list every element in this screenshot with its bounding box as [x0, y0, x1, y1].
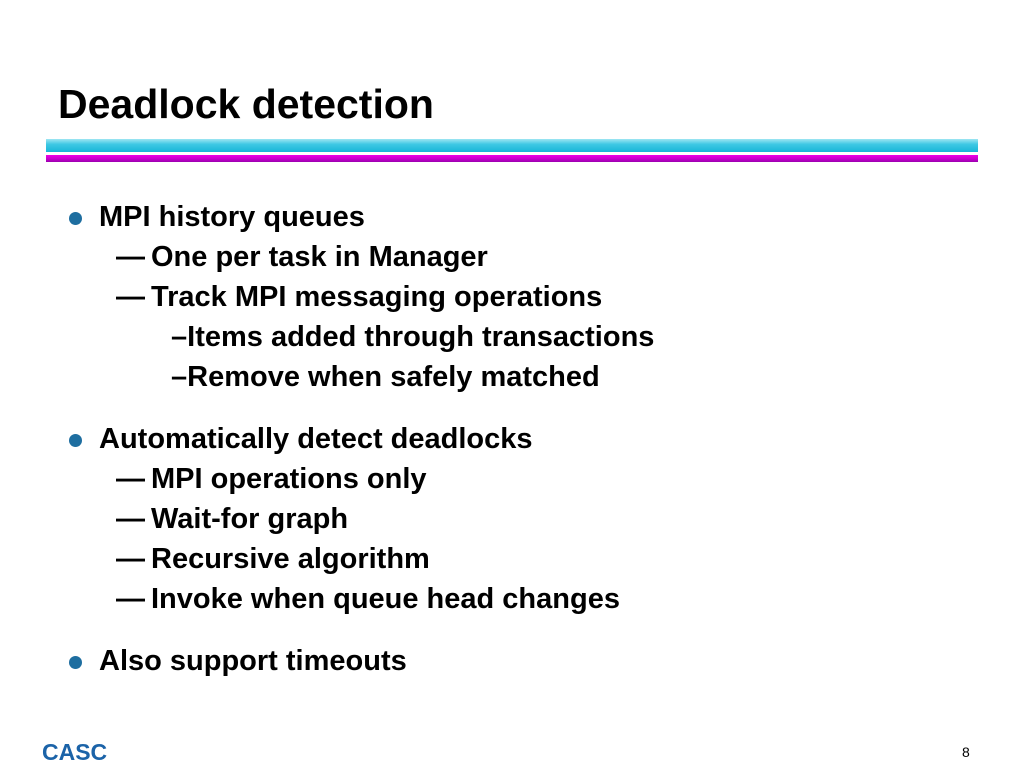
sub-item: —One per task in Manager: [116, 240, 488, 274]
page-number: 8: [962, 744, 970, 760]
bullet-item: MPI history queues: [99, 201, 365, 233]
sub-item: —Recursive algorithm: [116, 542, 430, 576]
em-dash-marker: —: [116, 241, 145, 273]
sub-item-text: MPI operations only: [151, 463, 427, 495]
en-dash-marker: –: [171, 361, 188, 393]
slide-title: Deadlock detection: [58, 81, 434, 127]
title-rule-magenta: [46, 155, 978, 162]
em-dash-marker: —: [116, 583, 145, 615]
sub-item: —Track MPI messaging operations: [116, 280, 602, 314]
em-dash-marker: —: [116, 503, 145, 535]
sub-item-text: Wait-for graph: [151, 503, 349, 535]
sub-sub-item: –Items added through transactions: [171, 320, 654, 354]
sub-item: —Wait-for graph: [116, 502, 348, 536]
sub-sub-item-text: Items added through transactions: [187, 321, 655, 353]
sub-sub-item: –Remove when safely matched: [171, 360, 600, 394]
sub-item-text: One per task in Manager: [151, 241, 488, 273]
bullet-dot-icon: [69, 656, 82, 669]
bullet-item: Also support timeouts: [99, 645, 407, 677]
sub-item: —Invoke when queue head changes: [116, 582, 620, 616]
en-dash-marker: –: [171, 321, 188, 353]
bullet-dot-icon: [69, 212, 82, 225]
bullet-item: Automatically detect deadlocks: [99, 423, 533, 455]
sub-sub-item-text: Remove when safely matched: [187, 361, 600, 393]
bullet-dot-icon: [69, 434, 82, 447]
sub-item-text: Recursive algorithm: [151, 543, 430, 575]
title-rule-cyan: [46, 139, 978, 152]
em-dash-marker: —: [116, 281, 145, 313]
sub-item: —MPI operations only: [116, 462, 427, 496]
sub-item-text: Track MPI messaging operations: [151, 281, 603, 313]
em-dash-marker: —: [116, 463, 145, 495]
em-dash-marker: —: [116, 543, 145, 575]
casc-logo: CASC: [42, 739, 108, 765]
sub-item-text: Invoke when queue head changes: [151, 583, 620, 615]
